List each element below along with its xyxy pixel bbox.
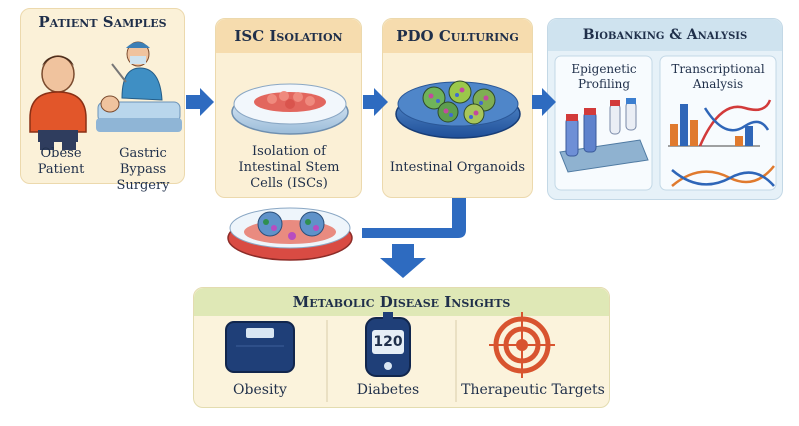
insight-obesity-label: Obesity [233, 382, 287, 398]
obese-patient-illustration [29, 55, 87, 150]
isc-isolation-title: ISC Isolation [216, 19, 361, 53]
epigenetic-label: Epigenetic Profiling [571, 62, 637, 91]
expression-bar-chart-icon [668, 104, 760, 147]
arrow-connector [362, 198, 466, 238]
arrow-right-2 [363, 88, 388, 116]
surgery-illustration [96, 41, 182, 132]
dna-helix-icon [671, 99, 775, 187]
target-icon [489, 312, 555, 378]
organoid-culture-dish-lower [227, 207, 353, 261]
glucometer-icon [365, 312, 411, 377]
organoid-petri-dish [395, 80, 521, 139]
transcriptional-label: Transcriptional Analysis [671, 62, 765, 91]
arrow-right-3 [532, 88, 556, 116]
sample-tubes-rack [559, 98, 649, 173]
arrow-right-1 [186, 88, 214, 116]
flow-arrows [186, 88, 556, 278]
insight-diabetes-label: Diabetes [356, 382, 420, 398]
pdo-caption: Intestinal Organoids [389, 160, 526, 175]
scale-icon [225, 321, 295, 373]
biobanking-title: Biobanking & Analysis [548, 19, 782, 51]
pdo-culturing-title: PDO Culturing [383, 19, 532, 53]
patient-samples-title: Patient Samples [38, 13, 167, 31]
glucometer-reading: 120 [373, 334, 403, 350]
isc-petri-dish [231, 83, 349, 135]
arrow-down [380, 244, 426, 278]
insight-therapeutic-label: Therapeutic Targets [461, 382, 605, 398]
isc-caption: Isolation of Intestinal Stem Cells (ISCs… [238, 144, 340, 191]
obese-patient-label: Obese Patient [37, 146, 85, 177]
gastric-bypass-label: Gastric Bypass Surgery [116, 146, 170, 193]
insights-title: Metabolic Disease Insights [194, 288, 609, 316]
